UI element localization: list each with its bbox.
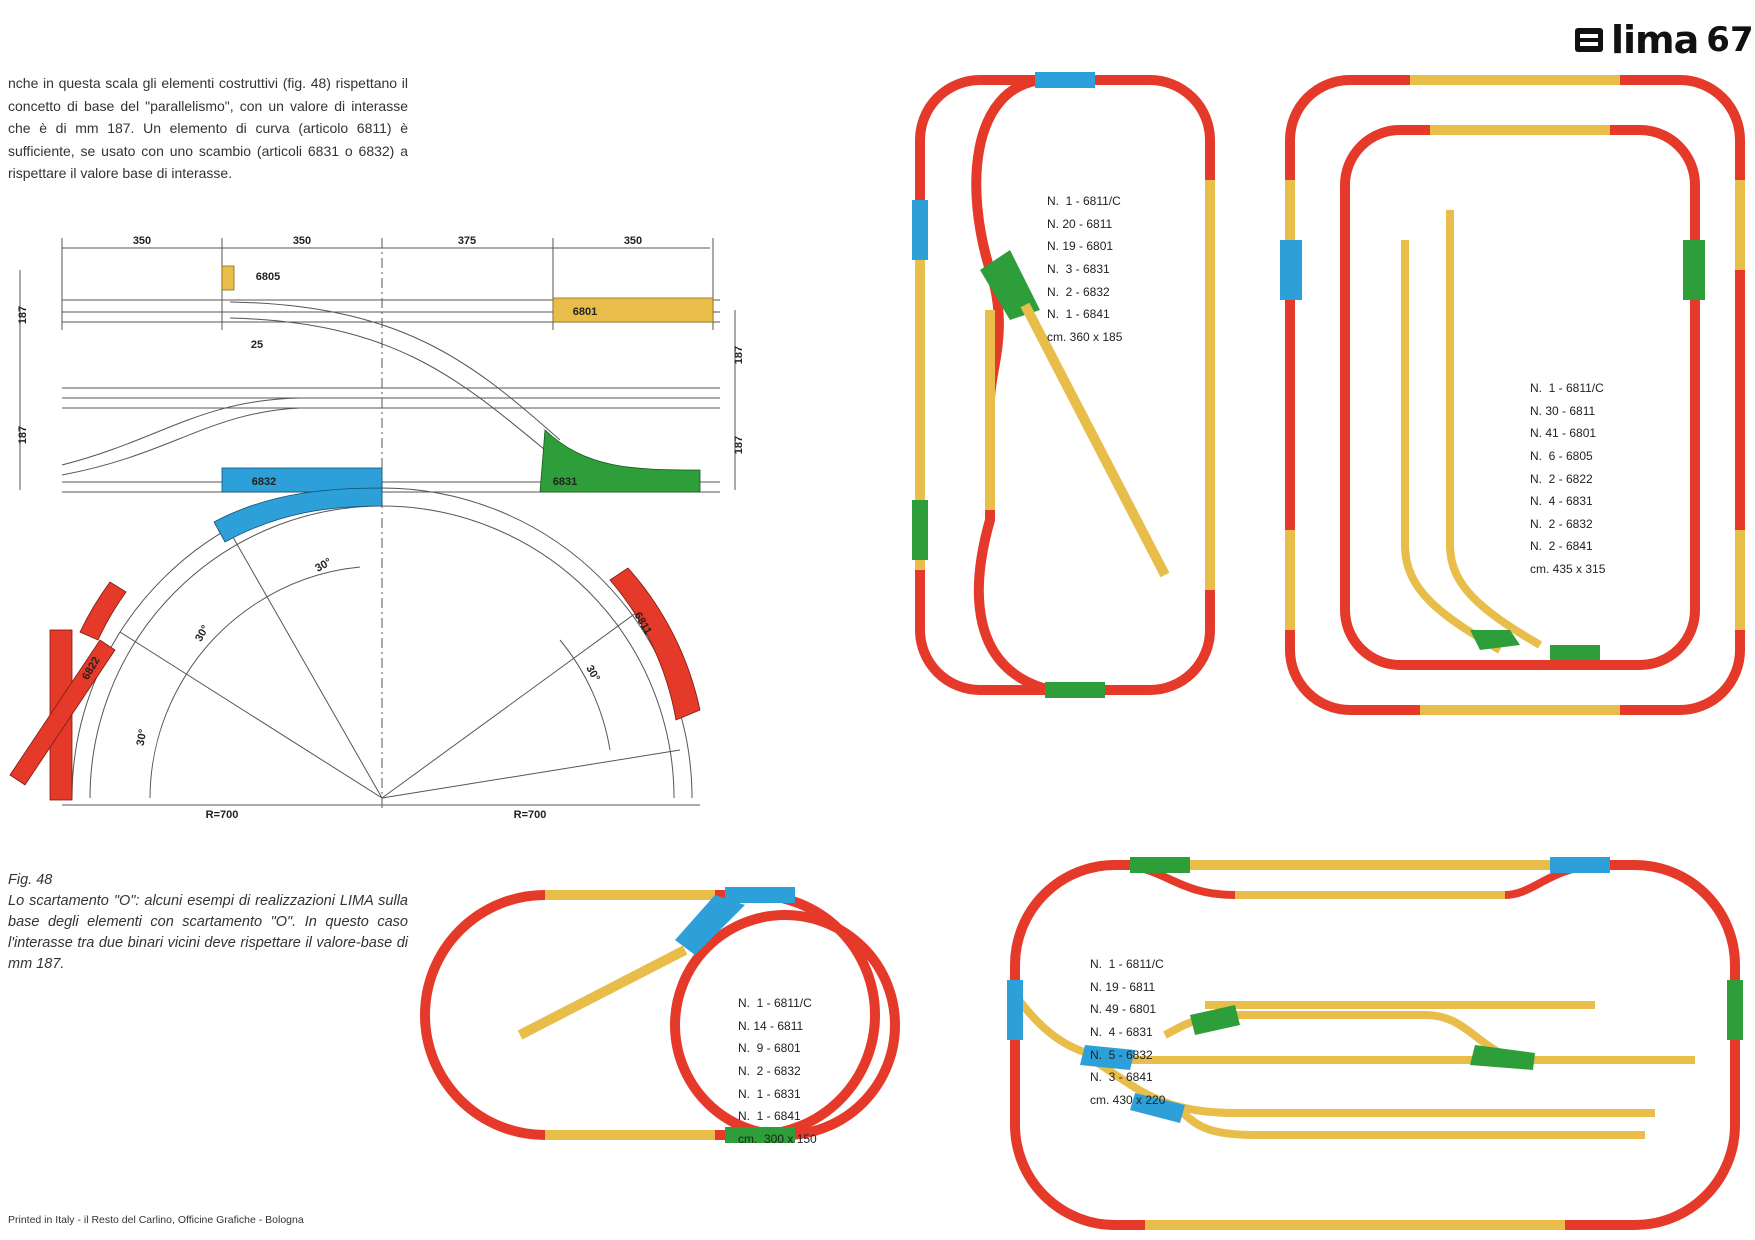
dim-label: 375 (458, 235, 476, 247)
piece-6805 (221, 265, 235, 291)
brand-logo: lima (1611, 18, 1699, 62)
side-dim-label: 187 (17, 306, 29, 324)
piece-6832 (221, 467, 383, 493)
dim-label: 350 (624, 235, 642, 247)
radius-label: R=700 (206, 809, 239, 821)
page-number: 67 (1706, 20, 1754, 60)
caption-text: Lo scartamento "O": alcuni esempi di rea… (8, 893, 408, 972)
piece-6811 (609, 567, 701, 721)
piece-6801 (552, 297, 714, 323)
layout-b (1280, 75, 1745, 715)
footer-text: Printed in Italy - il Resto del Carlino,… (8, 1214, 304, 1226)
side-dim-label: 187 (17, 426, 29, 444)
dim-label: 350 (133, 235, 151, 247)
brand-header: lima 67 (1575, 18, 1754, 62)
angle-label: 30° (135, 728, 150, 746)
label-6805: 6805 (256, 271, 280, 283)
piece-6832-curve (213, 487, 383, 543)
label-25: 25 (251, 339, 263, 351)
intro-text: nche in questa scala gli elementi costru… (8, 75, 408, 181)
side-dim-label: 187 (733, 346, 745, 364)
figure-number: Fig. 48 (8, 872, 53, 888)
label-6831: 6831 (553, 476, 577, 488)
layout-d (1007, 857, 1743, 1230)
label-6832: 6832 (252, 476, 276, 488)
lima-logo-icon (1575, 28, 1603, 52)
angle-label: 30° (193, 623, 212, 643)
side-dim-label: 187 (733, 436, 745, 454)
dim-label: 350 (293, 235, 311, 247)
switch-green (1045, 682, 1105, 698)
switch-blue (1035, 72, 1095, 88)
figure-caption: Fig. 48 Lo scartamento "O": alcuni esemp… (8, 870, 408, 975)
angle-label: 30° (583, 663, 602, 683)
piece-6822-curve (79, 581, 127, 641)
radius-label: R=700 (514, 809, 547, 821)
layout-c (420, 887, 900, 1143)
piece-6831 (539, 429, 701, 493)
technical-drawing: 350 350 375 350 6805 25 6801 6832 6831 6… (9, 235, 745, 821)
layout-a (912, 72, 1215, 698)
label-6801: 6801 (573, 306, 597, 318)
